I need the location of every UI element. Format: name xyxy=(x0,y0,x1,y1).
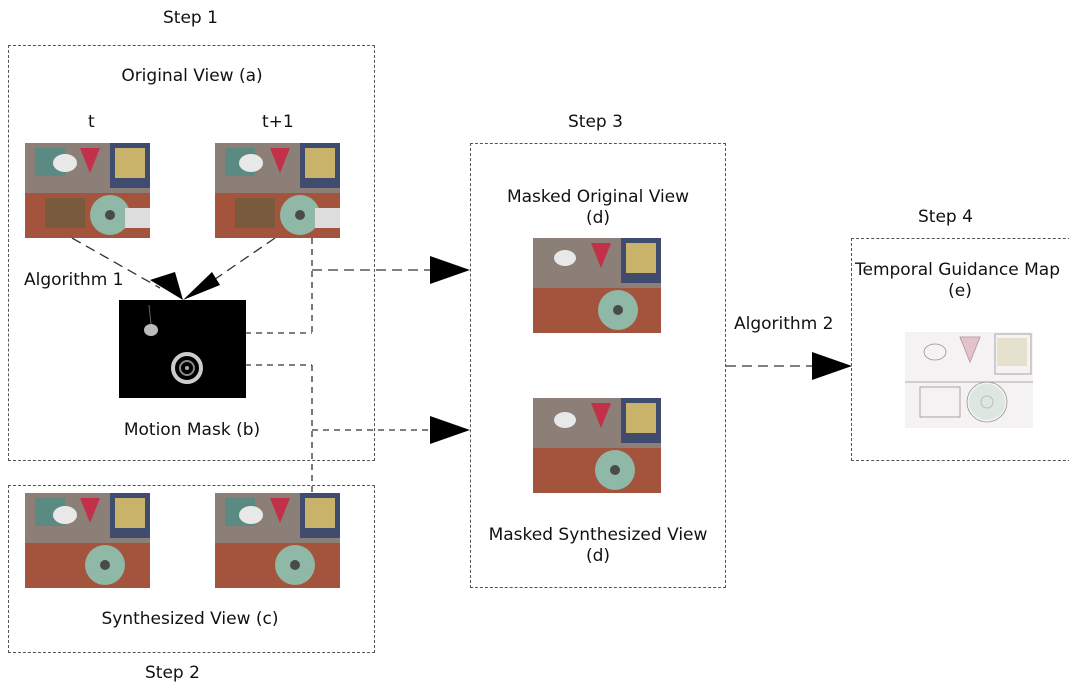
arrow-head-lower xyxy=(430,416,470,444)
motion-mask-label: Motion Mask (b) xyxy=(123,420,261,440)
algorithm-1-label: Algorithm 1 xyxy=(24,270,124,290)
synthesized-frame-t-image xyxy=(25,493,150,588)
frame-t-label: t xyxy=(88,112,95,132)
masked-synthesized-title-2: (d) xyxy=(585,546,611,566)
arrow-head-upper xyxy=(430,256,470,284)
arrow-head-right xyxy=(183,272,220,300)
arrow-head-left xyxy=(150,272,183,300)
step-2-box xyxy=(8,485,375,653)
synthesized-view-label: Synthesized View (c) xyxy=(101,609,279,629)
original-frame-t1-image xyxy=(215,143,340,238)
masked-synthesized-image xyxy=(533,398,661,493)
step-2-label: Step 2 xyxy=(145,663,200,683)
algorithm-2-label: Algorithm 2 xyxy=(734,314,834,334)
step-3-label: Step 3 xyxy=(568,112,623,132)
arrow-head-alg2 xyxy=(812,352,852,380)
step-4-label: Step 4 xyxy=(918,207,973,227)
synthesized-frame-t1-image xyxy=(215,493,340,588)
temporal-guidance-map-image xyxy=(905,332,1033,428)
step-1-box xyxy=(8,45,375,461)
step-4-box xyxy=(851,238,1069,461)
temporal-guidance-title-1: Temporal Guidance Map xyxy=(855,260,1060,280)
masked-synthesized-title-1: Masked Synthesized View xyxy=(488,525,708,545)
step-1-label: Step 1 xyxy=(163,8,218,28)
motion-mask-image xyxy=(119,300,246,398)
step-3-box xyxy=(470,143,726,588)
original-frame-t-image xyxy=(25,143,150,238)
masked-original-image xyxy=(533,238,661,333)
masked-original-title-1: Masked Original View xyxy=(506,187,690,207)
original-view-title: Original View (a) xyxy=(121,66,263,86)
temporal-guidance-title-2: (e) xyxy=(948,281,972,301)
frame-t1-label: t+1 xyxy=(262,112,294,132)
masked-original-title-2: (d) xyxy=(585,208,611,228)
